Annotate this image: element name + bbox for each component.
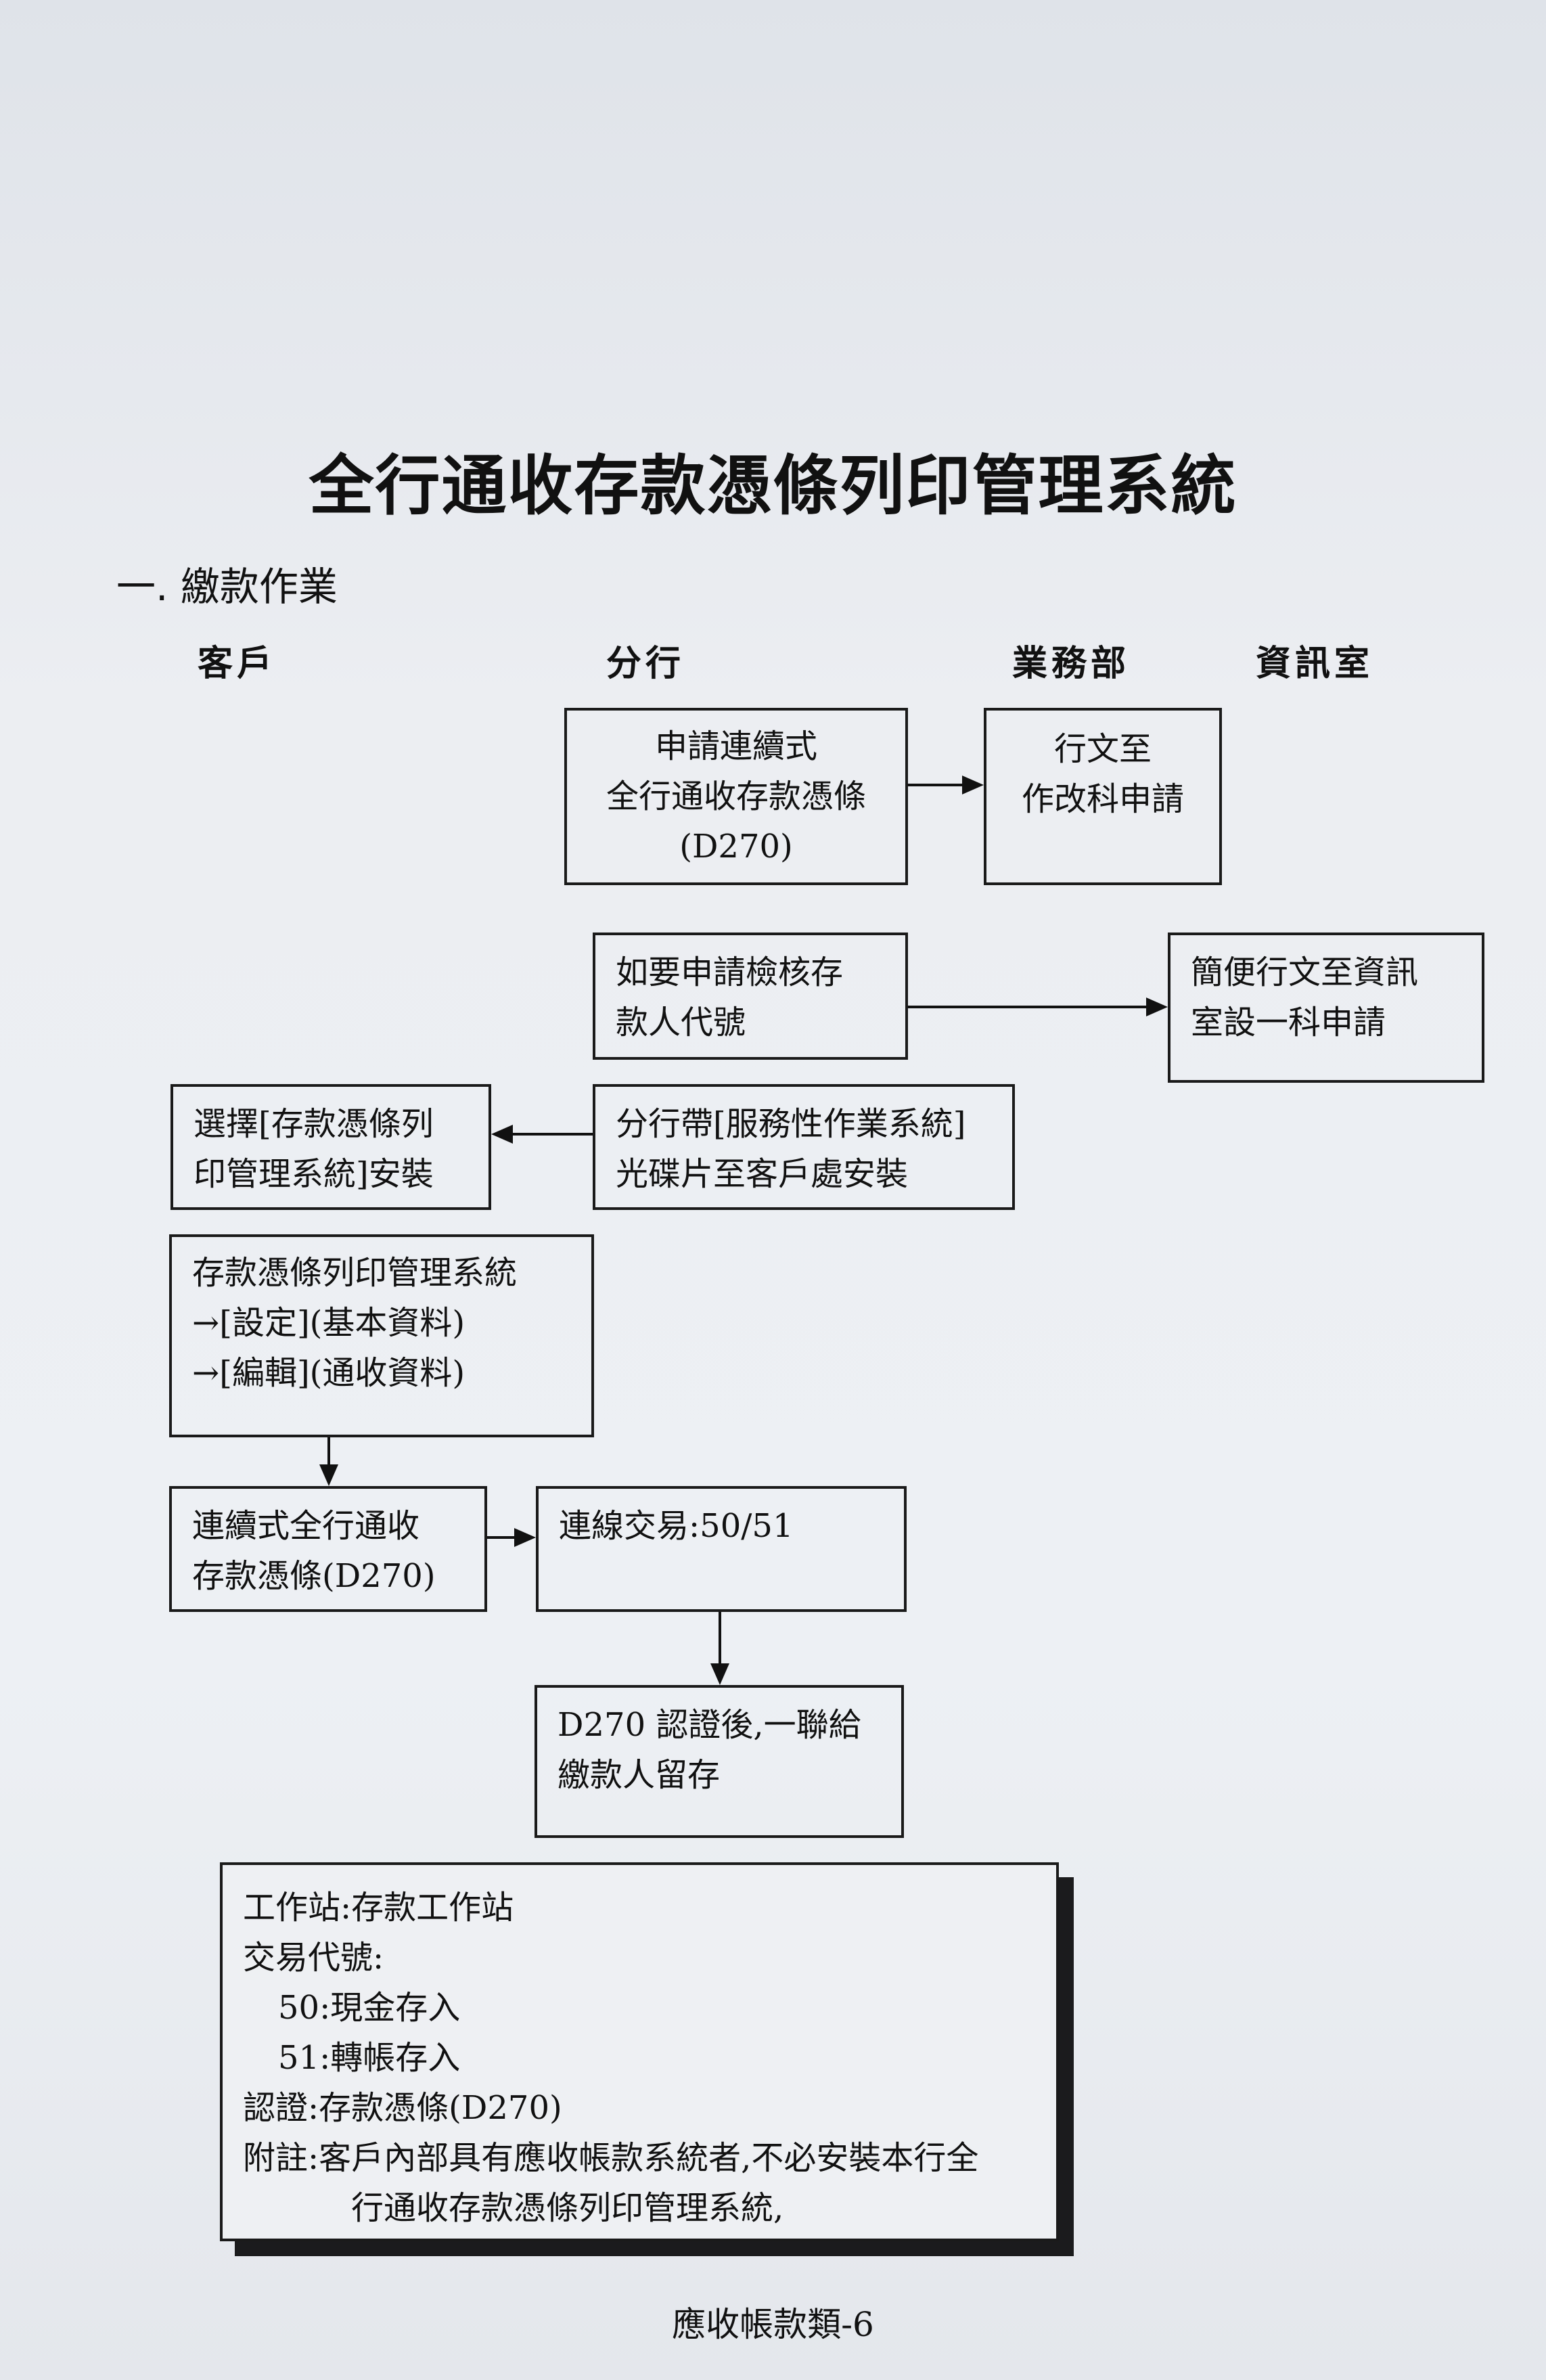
box-text: →[編輯](通收資料): [192, 1354, 465, 1392]
lane-label-it-office: 資訊室: [1256, 644, 1374, 684]
box-text: 全行通收存款憑條: [606, 778, 866, 815]
box-text: 作改科申請: [1021, 780, 1184, 818]
box-text: 簡便行文至資訊: [1191, 953, 1419, 991]
box-document-request: 行文至 作改科申請: [984, 708, 1222, 885]
arrowhead: [962, 776, 984, 794]
lane-label-customer: 客戶: [198, 644, 277, 684]
box-text: 印管理系統]安裝: [194, 1155, 434, 1193]
box-continuous-d270: 連續式全行通收 存款憑條(D270): [169, 1486, 487, 1612]
box-text: 室設一科申請: [1191, 1004, 1386, 1041]
box-online-transaction: 連線交易:50/51: [536, 1486, 907, 1612]
arrowhead: [319, 1464, 338, 1486]
box-d270-certify: D270 認證後,一聯給 繳款人留存: [535, 1685, 904, 1838]
box-text: 行文至: [1053, 730, 1152, 768]
box-text: (D270): [679, 828, 793, 866]
box-print-system-steps: 存款憑條列印管理系統 →[設定](基本資料) →[編輯](通收資料): [169, 1234, 594, 1437]
box-text: 選擇[存款憑條列: [194, 1105, 434, 1143]
box-text: 存款憑條列印管理系統: [192, 1254, 518, 1292]
box-simple-doc-it: 簡便行文至資訊 室設一科申請: [1168, 933, 1484, 1083]
note-remark-line-1: 附註:客戶內部具有應收帳款系統者,不必安裝本行全: [243, 2139, 979, 2177]
box-text: 款人代號: [616, 1004, 746, 1041]
lane-label-branch: 分行: [606, 644, 685, 684]
box-apply-d270: 申請連續式 全行通收存款憑條 (D270): [564, 708, 908, 885]
box-text: D270 認證後,一聯給: [558, 1706, 861, 1744]
box-text: 連續式全行通收: [192, 1507, 420, 1545]
box-text: 申請連續式: [654, 727, 817, 765]
box-text: →[設定](基本資料): [192, 1304, 465, 1342]
box-check-depositor-code: 如要申請檢核存 款人代號: [593, 933, 908, 1060]
arrowhead: [1146, 997, 1168, 1016]
box-text: 存款憑條(D270): [192, 1557, 436, 1595]
arrowhead: [710, 1663, 729, 1685]
section-heading: 一. 繳款作業: [116, 564, 338, 610]
lane-label-business-dept: 業務部: [1012, 644, 1131, 684]
box-text: 分行帶[服務性作業系統]: [616, 1105, 966, 1143]
box-select-install: 選擇[存款憑條列 印管理系統]安裝: [170, 1084, 491, 1210]
note-certify: 認證:存款憑條(D270): [243, 2089, 562, 2127]
note-trans-code-label: 交易代號:: [243, 1939, 384, 1977]
box-text: 光碟片至客戶處安裝: [616, 1155, 909, 1193]
note-box: 工作站:存款工作站 交易代號: 50:現金存入 51:轉帳存入 認證:存款憑條(…: [220, 1862, 1059, 2241]
note-remark-line-2: 行通收存款憑條列印管理系統,: [351, 2189, 784, 2227]
box-text: 連線交易:50/51: [559, 1507, 794, 1545]
page-title: 全行通收存款憑條列印管理系統: [309, 448, 1237, 524]
page-footer: 應收帳款類-6: [672, 2305, 874, 2344]
arrowhead: [491, 1125, 513, 1144]
note-code-50: 50:現金存入: [278, 1989, 461, 2027]
note-code-51: 51:轉帳存入: [278, 2039, 461, 2077]
box-text: 如要申請檢核存: [616, 953, 844, 991]
arrowhead: [514, 1528, 536, 1547]
box-text: 繳款人留存: [558, 1756, 721, 1794]
box-branch-bring-cd: 分行帶[服務性作業系統] 光碟片至客戶處安裝: [593, 1084, 1015, 1210]
note-workstation: 工作站:存款工作站: [243, 1889, 514, 1927]
